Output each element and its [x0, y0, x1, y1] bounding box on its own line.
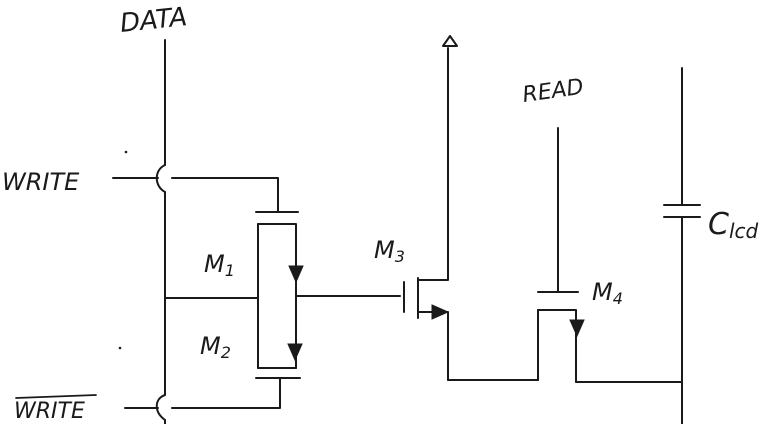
capacitor-clcd	[664, 68, 700, 424]
write-bar-overline	[16, 395, 96, 398]
supply-arrow	[443, 36, 457, 46]
m4-label: M4	[592, 278, 623, 308]
data-line	[157, 40, 165, 424]
transistor-m3	[404, 48, 448, 380]
m3-arrow	[432, 305, 448, 319]
read-label: READ	[521, 75, 585, 108]
m4-arrow	[570, 320, 584, 336]
m3-label: M3	[374, 236, 405, 266]
m1-arrow	[289, 266, 303, 282]
transistor-m2	[256, 344, 302, 378]
transistor-m4	[538, 292, 584, 382]
write-line	[113, 178, 278, 212]
m2-arrow	[288, 344, 302, 360]
capacitor-label: Clcd	[708, 207, 759, 243]
write-bar-line	[125, 378, 280, 408]
stray-dot	[447, 329, 449, 331]
write-label: WRITE	[2, 168, 80, 196]
write-bar-label: WRITE	[14, 399, 85, 424]
m2-label: M2	[200, 332, 231, 362]
stray-dot	[125, 151, 128, 154]
stray-dot	[119, 347, 122, 350]
m1-label: M1	[204, 250, 235, 280]
data-label: DATA	[119, 2, 189, 39]
